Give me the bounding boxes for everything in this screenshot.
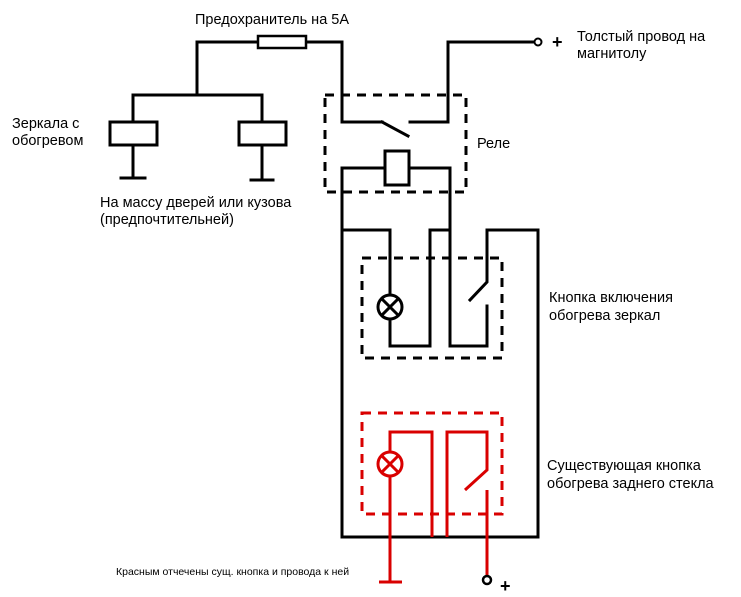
mirrors-label-line1: Зеркала с [12, 116, 79, 132]
terminal-bottom [481, 574, 493, 586]
existing-button-lamp [376, 450, 404, 478]
mirror-heater-right [237, 120, 288, 147]
existing-button-label-line2: обогрева заднего стекла [547, 476, 715, 492]
fuse [256, 34, 308, 50]
plus-top: + [552, 32, 563, 52]
ground-label-line2: (предпочтительней) [100, 212, 234, 228]
relay-label: Реле [477, 136, 510, 152]
mirror-feed-wires [119, 40, 384, 182]
mirror-button-lamp [376, 293, 404, 321]
thick-wire-label-line2: магнитолу [577, 46, 647, 62]
fuse-label: Предохранитель на 5А [195, 12, 349, 28]
relay-switch [379, 40, 538, 139]
relay-coil [383, 149, 411, 187]
mirror-button-label-line1: Кнопка включения [549, 290, 673, 306]
mirror-button-label-line2: обогрева зеркал [549, 308, 660, 324]
ground-label-line1: На массу дверей или кузова [100, 195, 292, 211]
relay-coil-wires [340, 166, 452, 232]
existing-button-wiring [379, 430, 489, 584]
terminal-top [533, 37, 543, 47]
mirror-heater-left [108, 120, 159, 147]
footnote: Красным отчечены сущ. кнопка и провода к… [116, 566, 349, 578]
existing-button-label-line1: Существующая кнопка [547, 458, 702, 474]
thick-wire-label-line1: Толстый провод на [577, 29, 706, 45]
plus-bottom: + [500, 576, 511, 596]
relay-outline [323, 93, 468, 194]
harness-wires [340, 228, 540, 539]
mirrors-label-line2: обогревом [12, 133, 83, 149]
mirror-button-outline [360, 256, 504, 360]
